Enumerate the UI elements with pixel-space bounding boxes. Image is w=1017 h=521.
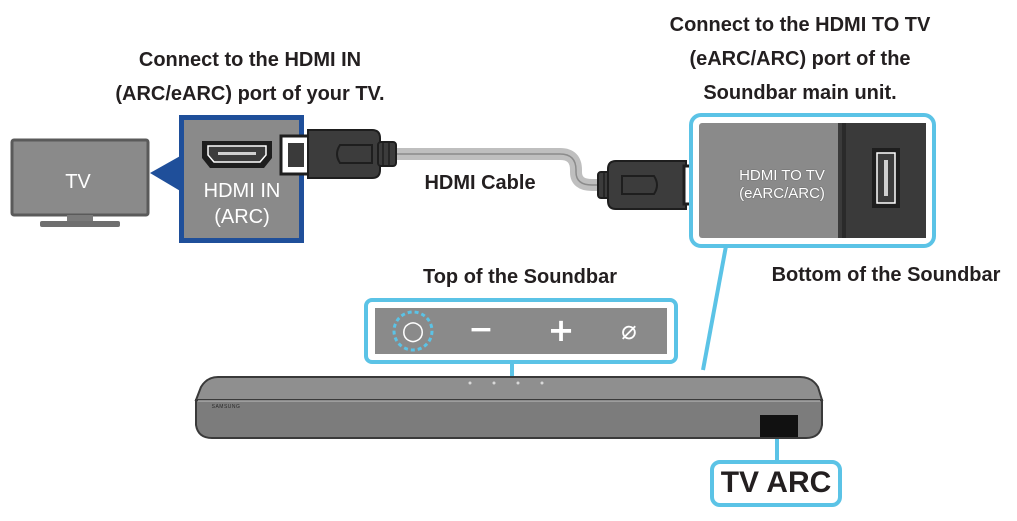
tv-port-pointer [150,155,182,192]
hdmi-to-tv-port-label: HDMI TO TV (eARC/ARC) [739,167,825,202]
soundbar-body [194,376,824,439]
soundbar-bottom-panel [689,113,936,248]
volume-up-icon: + [547,311,575,349]
tv-arc-box [710,460,842,507]
hdmi-to-tv-caption: Connect to the HDMI TO TV (eARC/ARC) por… [669,14,931,104]
hdmi-in-port-icon [202,141,272,168]
volume-down-icon: − [468,312,494,347]
soundbar-brand-logo: SAMSUNG [211,404,241,410]
hdmi-cable-label: HDMI Cable [424,172,536,194]
tv-arc-label: TV ARC [720,466,832,499]
tv-icon [10,138,150,227]
bottom-of-soundbar-label: Bottom of the Soundbar [771,264,1001,286]
power-button-icon: ○ [401,316,425,346]
soundbar-top-panel [364,298,678,364]
mute-icon: ⌀ [621,316,637,346]
bottom-panel-leader [701,245,728,371]
hdmi-in-caption: Connect to the HDMI IN (ARC/eARC) port o… [115,49,385,105]
hdmi-to-tv-port-icon [872,148,900,208]
hdmi-plug-left [279,129,397,179]
top-of-soundbar-label: Top of the Soundbar [422,266,618,288]
tv-label: TV [65,171,91,193]
hdmi-in-port-label: HDMI IN (ARC) [203,180,281,228]
